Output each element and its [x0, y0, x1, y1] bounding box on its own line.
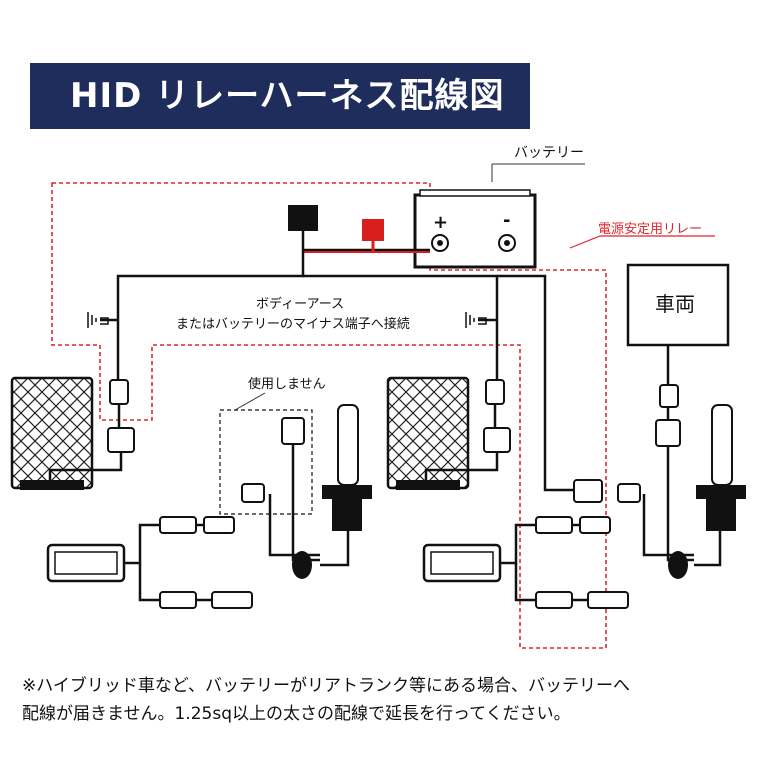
relay-boundary: [51, 182, 607, 649]
page-title: HID リレーハーネス配線図: [70, 76, 505, 116]
footnote-line-2: 配線が届きません。1.25sq以上の太さの配線で延長を行ってください。: [22, 704, 571, 724]
unused-area: [219, 409, 313, 515]
battery-minus: -: [503, 210, 511, 231]
ground-label-2: またはバッテリーのマイナス端子へ接続: [176, 317, 410, 332]
vehicle-box: [626, 263, 730, 347]
ballast-right: [386, 376, 470, 490]
ground-switch: [288, 205, 318, 231]
fuse-holder: [362, 219, 384, 241]
ground-label-1: ボディーアース: [256, 297, 345, 312]
hid-bulb-right: [696, 404, 746, 531]
hid-bulb-left: [322, 404, 372, 531]
battery-plus: +: [433, 212, 449, 233]
battery: [413, 189, 537, 269]
vehicle-label: 車両: [655, 292, 695, 316]
footnote-line-1: ※ハイブリッド車など、バッテリーがリアトランク等にある場合、バッテリーへ: [22, 676, 631, 696]
not-used-label: 使用しません: [248, 377, 326, 392]
ballast-left: [10, 376, 94, 490]
battery-label: バッテリー: [514, 145, 584, 161]
footnote: ※ハイブリッド車など、バッテリーがリアトランク等にある場合、バッテリーへ 配線が…: [22, 672, 742, 728]
relay-label: 電源安定用リレー: [598, 222, 703, 237]
title-banner: HID リレーハーネス配線図: [30, 63, 530, 129]
